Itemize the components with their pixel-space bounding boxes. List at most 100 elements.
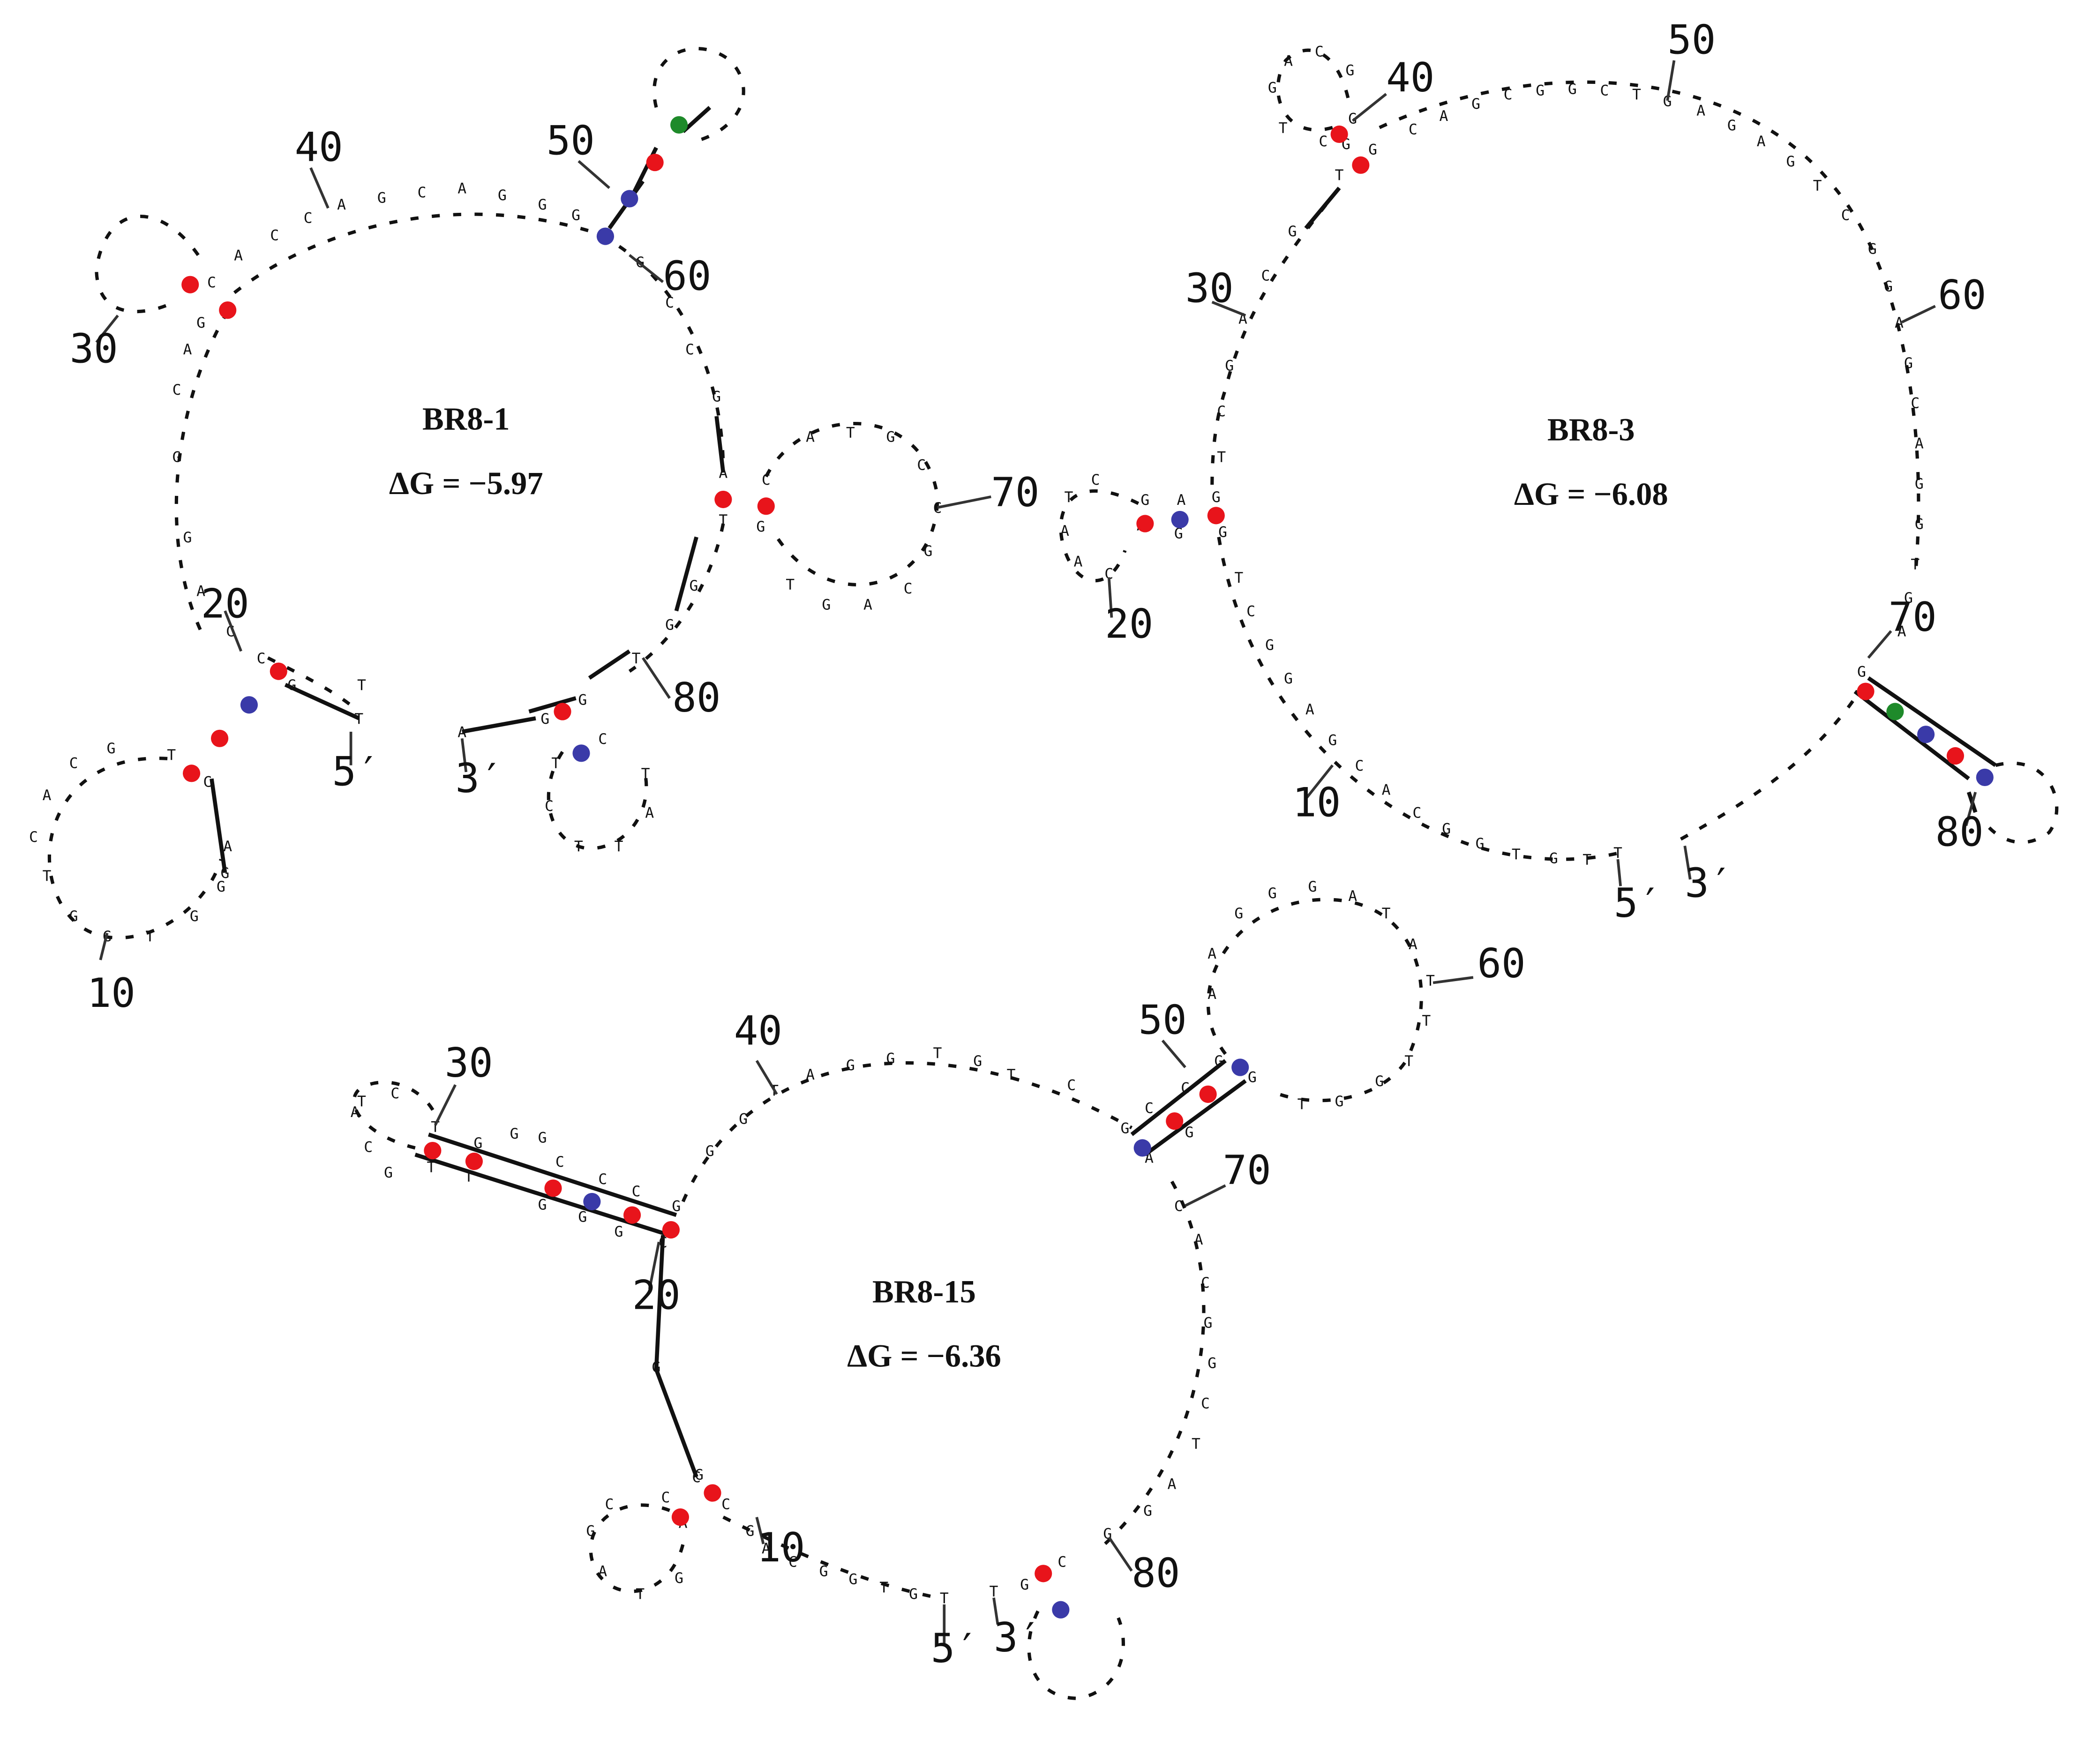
index-label: 60 (663, 253, 711, 300)
nucleotide: C (721, 1496, 730, 1513)
nucleotide: A (223, 838, 232, 855)
nucleotide: G (1335, 1093, 1344, 1110)
nucleotide: G (705, 1143, 714, 1160)
nucleotide: A (1177, 492, 1186, 509)
index-label: 40 (295, 124, 343, 171)
nucleotide: G (1663, 93, 1672, 110)
base-pair-dot (1136, 515, 1154, 532)
nucleotide: A (1208, 945, 1216, 962)
nucleotide: C (1315, 43, 1324, 60)
index-tick (1305, 764, 1334, 800)
backbone-loop (1680, 697, 1857, 841)
nucleotide: C (685, 341, 694, 358)
nucleotide: A (1348, 888, 1357, 905)
nucleotide: T (167, 747, 176, 764)
nucleotide: T (146, 928, 155, 945)
nucleotide: G (756, 518, 765, 535)
nucleotide: C (904, 580, 913, 597)
nucleotide: A (762, 1540, 771, 1557)
nucleotide: T (933, 1045, 942, 1062)
index-tick (755, 1516, 765, 1545)
nucleotide: A (458, 180, 466, 197)
nucleotide: G (1284, 670, 1293, 687)
nucleotide: G (1442, 821, 1451, 838)
structure-br8-3: TTGTGGCACGAGGCTGAGCAATCAGGTCGACGTGCTGACG… (1059, 16, 2059, 927)
nucleotide: T (465, 1168, 473, 1185)
base-pair-dot (596, 227, 614, 245)
index-tick (642, 657, 671, 699)
index-label: 80 (1935, 809, 1984, 855)
index-tick (95, 315, 119, 344)
base-pair-dot (465, 1152, 483, 1170)
nucleotide: T (846, 425, 855, 442)
nucleotide: G (1471, 96, 1480, 112)
base-pair-dot (211, 729, 229, 747)
nucleotide: G (474, 1135, 483, 1152)
nucleotide: G (746, 1523, 755, 1540)
base-pair-dot (1171, 510, 1189, 529)
nucleotide: G (1225, 357, 1234, 374)
nucleotide: A (1440, 108, 1448, 125)
index-tick (309, 167, 330, 209)
nucleotide: A (1060, 523, 1069, 540)
nucleotide: A (1898, 623, 1906, 640)
nucleotide: C (1355, 758, 1364, 774)
index-tick (992, 1597, 999, 1625)
hairpin-loop (1027, 1610, 1125, 1700)
nucleotide: C (692, 1469, 701, 1486)
nucleotide: T (786, 576, 795, 593)
nucleotide: G (1288, 223, 1297, 240)
nucleotide: A (351, 1104, 360, 1121)
three-prime-label: 3′ (455, 755, 503, 802)
nucleotide: G (1268, 80, 1277, 97)
hairpin-loop (95, 215, 200, 314)
index-tick (1432, 976, 1474, 984)
free-energy-label: ΔG = −6.36 (847, 1338, 1001, 1374)
nucleotide: G (586, 1523, 595, 1540)
nucleotide: G (1786, 153, 1795, 170)
nucleotide: G (538, 1197, 547, 1214)
nucleotide: G (571, 207, 580, 224)
nucleotide: A (806, 1066, 815, 1083)
hairpin-loop (1276, 48, 1352, 132)
nucleotide: T (357, 677, 366, 694)
base-pair-dot (1886, 703, 1904, 720)
nucleotide: G (1536, 82, 1545, 99)
index-label: 30 (445, 1040, 493, 1087)
nucleotide: C (665, 294, 674, 311)
nucleotide: G (822, 596, 831, 613)
nucleotide: G (1328, 732, 1337, 749)
nucleotide: T (43, 868, 52, 885)
nucleotide: G (1904, 590, 1913, 607)
nucleotide: T (1007, 1066, 1016, 1083)
index-label: 40 (734, 1007, 782, 1054)
nucleotide: T (719, 512, 728, 529)
base-pair-dot (704, 1484, 721, 1502)
nucleotide: C (1504, 86, 1513, 103)
nucleotide: A (337, 196, 346, 213)
nucleotide: G (1915, 516, 1924, 532)
index-tick (1666, 60, 1676, 101)
nucleotide: T (551, 755, 560, 772)
base-pair-dot (1231, 1058, 1249, 1076)
nucleotide: G (690, 578, 698, 594)
nucleotide: C (933, 500, 942, 517)
hairpin-loop (652, 47, 745, 143)
nucleotide: C (364, 1139, 373, 1155)
base-pair-dot (757, 497, 775, 515)
nucleotide: G (1868, 240, 1877, 257)
base-pair-dot (1946, 747, 1964, 765)
index-label: 50 (1667, 16, 1716, 63)
nucleotide: C (304, 210, 313, 226)
base-pair-dot (1352, 156, 1370, 174)
nucleotide: T (1632, 86, 1641, 103)
nucleotide: G (1143, 1503, 1152, 1520)
nucleotide: C (1145, 1100, 1154, 1117)
index-label: 50 (547, 117, 595, 164)
nucleotide: T (1613, 845, 1622, 862)
base-pair-dot (1330, 125, 1348, 143)
nucleotide: T (1422, 1012, 1431, 1029)
index-label: 20 (201, 580, 249, 627)
index-tick (1683, 845, 1692, 880)
nucleotide: T (879, 1579, 888, 1596)
